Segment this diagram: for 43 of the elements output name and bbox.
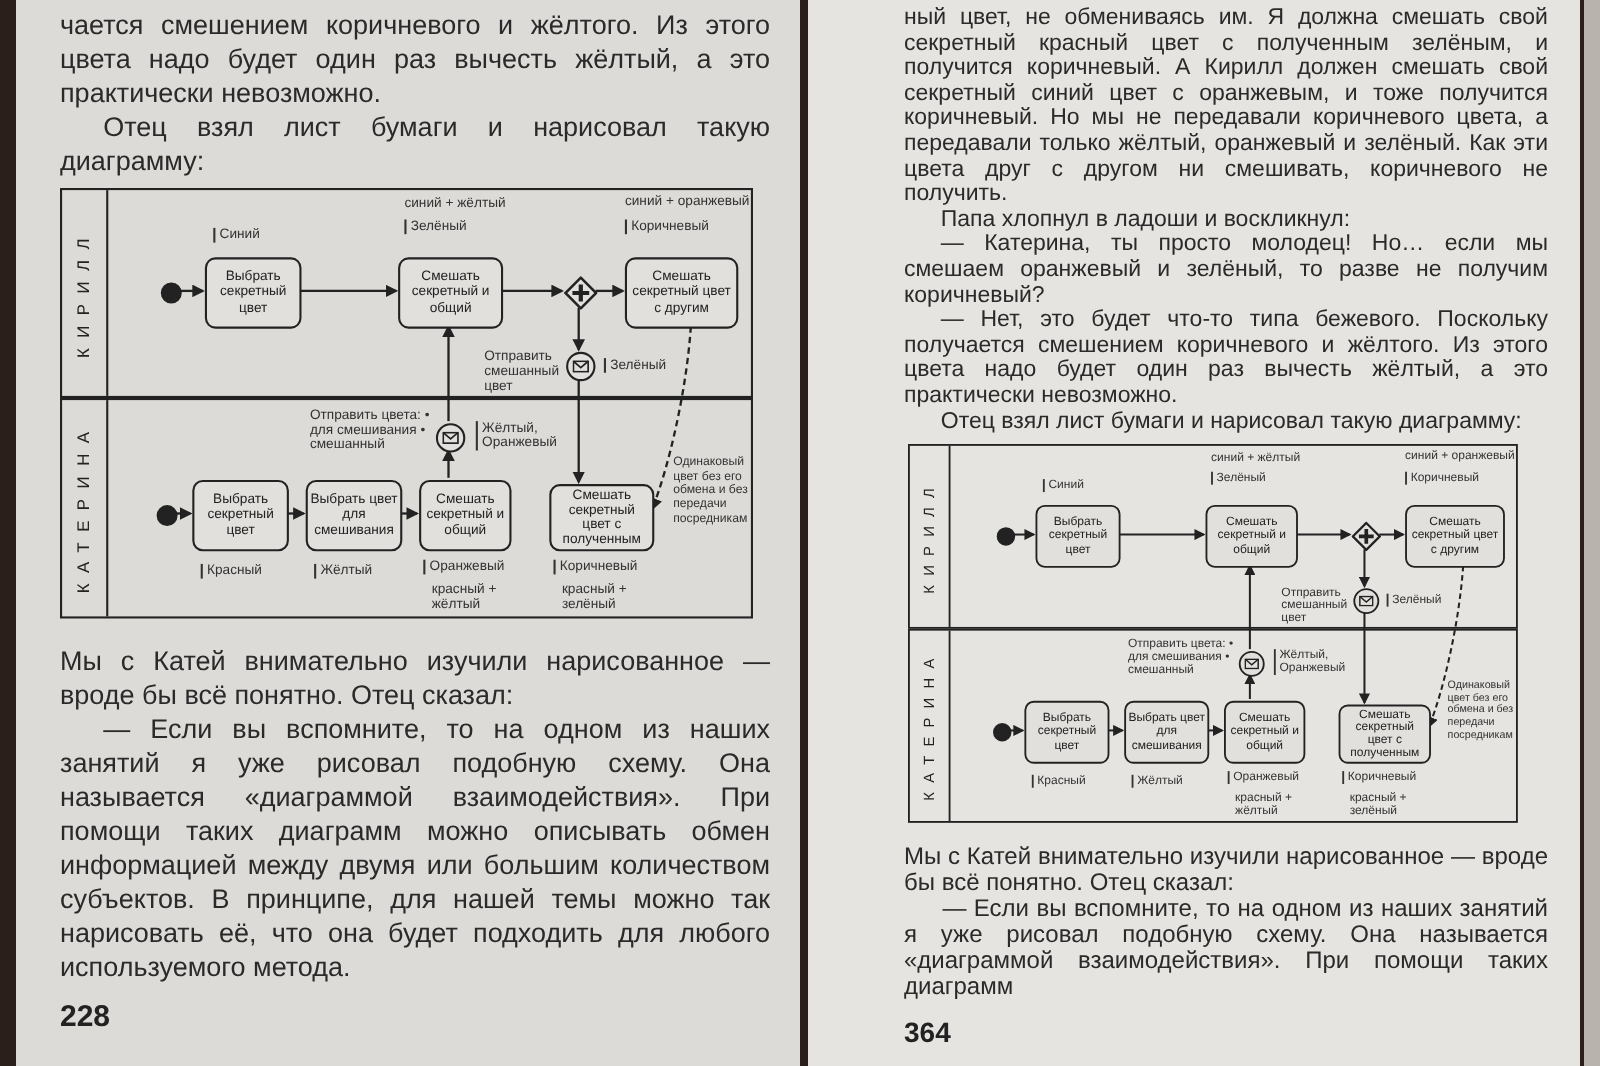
swimlane <box>60 398 753 619</box>
paragraph: Мы с Катей внимательно изучили нарисованное — вроде бы всё понятно. Отец сказал: <box>60 644 770 712</box>
page-number: 228 <box>60 1000 111 1034</box>
arrow <box>179 284 205 298</box>
arrow <box>175 507 193 520</box>
arrow <box>572 307 585 352</box>
arrow <box>1358 549 1370 589</box>
lane-label: КИРИЛЛ <box>62 190 109 396</box>
page-number: 364 <box>904 1016 951 1048</box>
arrow <box>1244 673 1256 699</box>
arrow <box>1107 724 1125 736</box>
dashed-arrow <box>1427 565 1465 729</box>
paragraph: — Если вы вспомните, то на одном из наших занятий я уже рисовал подобную схему. Она называется «диаграммой взаимодействия». При помощи таких диаграмм можно описывать обмен информацией между двумя или большим количеством субъектов. В принципе, для нашей темы можно так нарисовать её, что она будет подходить для любого используемого метода. <box>60 712 770 984</box>
arrow <box>572 379 585 485</box>
arrow <box>1009 724 1025 736</box>
arrow <box>1118 529 1206 541</box>
swimlane <box>908 628 1518 823</box>
paragraph: Отец взял лист бумаги и нарисовал такую диаграмму: <box>938 409 1524 435</box>
paragraph: Мы с Катей внимательно изучили нарисованное — вроде бы всё понятно. Отец сказал: <box>904 844 1548 896</box>
dashed-arrow <box>650 326 692 511</box>
arrow <box>1207 724 1224 736</box>
arrow <box>595 284 625 298</box>
arrow <box>1379 529 1406 541</box>
paragraph: Отец взял лист бумаги и нарисовал такую диаграмму: <box>60 110 770 178</box>
paragraph: чается смешением коричневого и жёлтого. Из этого цвета надо будет один раз вычесть жёлтый, а это практически невозможно. <box>60 8 770 110</box>
arrow <box>400 507 420 520</box>
arrow <box>1244 564 1256 650</box>
arrow <box>442 324 455 422</box>
paragraph: — Катерина, ты просто молодец! Но… если мы смешаем оранжевый и зелёный, то разве не получим коричневый? <box>904 232 1548 309</box>
paragraph: — Нет, это будет что-то типа бежевого. Поскольку получается смешением коричневого и жёлтого. Из этого цвета надо будет один раз вычесть жёлтый, а это практически невозможно. <box>904 308 1548 409</box>
arrow <box>299 284 399 298</box>
swimlane <box>908 444 1518 629</box>
lane-label: КАТЕРИНА <box>62 400 109 617</box>
swimlane <box>60 188 753 398</box>
arrow <box>1358 612 1370 705</box>
paragraph: Папа хлопнул в ладоши и воскликнул: <box>938 207 1353 233</box>
arrow <box>1013 529 1036 541</box>
paragraph: — Если вы вспомните, то на одном из наших занятий я уже рисовал подобную схему. Она называется «диаграммой взаимодействия». При помощи таких диаграмм <box>904 896 1548 1000</box>
arrow <box>501 284 564 298</box>
arrow <box>442 448 455 478</box>
paragraph: ный цвет, не обмениваясь им. Я должна смешать свой секретный красный цвет с полученным зелёным, и получится коричневый. А Кирилл должен смешать свой секретный синий цвет с оранжевым, и тоже получится коричневый. Но мы не передавали коричневого цвета, а передавали только жёлтый, оранжевый и зелёный. Как эти цвета друг с другом ни смешивать, коричневого не получить. <box>904 6 1548 208</box>
arrow <box>286 507 306 520</box>
arrow <box>1296 529 1352 541</box>
